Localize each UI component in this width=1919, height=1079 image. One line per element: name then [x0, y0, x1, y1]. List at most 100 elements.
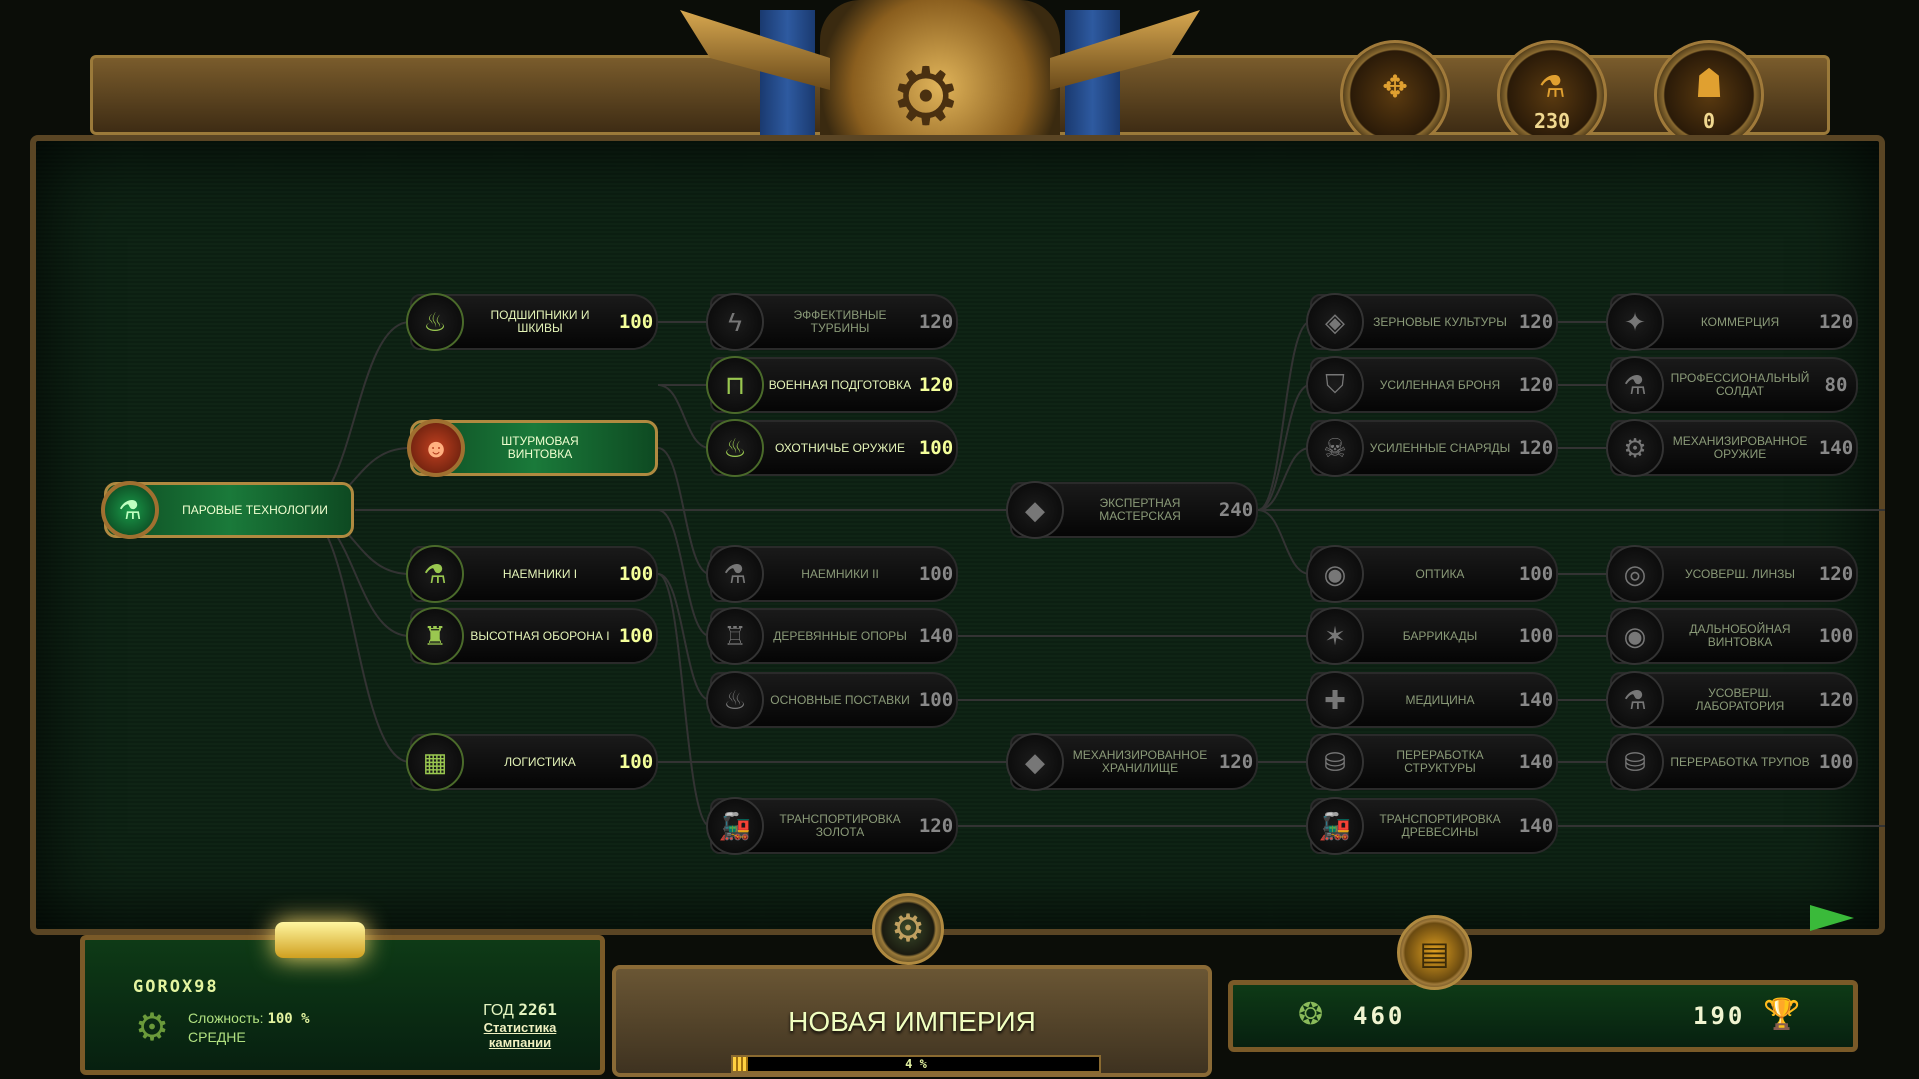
eye-icon: ◉	[1606, 607, 1664, 665]
tech-node-turbines[interactable]: ϟЭффективные турбины120	[706, 293, 958, 351]
flask-icon: ⚗	[1606, 356, 1664, 414]
tech-label: Профессиональный солдат	[1670, 371, 1810, 398]
population-counter[interactable]: ☗0	[1654, 40, 1764, 150]
player-name: GOROX98	[133, 977, 219, 997]
tech-node-commerce[interactable]: ✦ Коммерция 120	[1606, 293, 1858, 351]
tech-node-grain[interactable]: ◈ Зерновые культуры 120	[1306, 293, 1558, 351]
flask-icon: ⚗	[706, 545, 764, 603]
tech-label: Штурмовая винтовка	[501, 434, 579, 461]
tech-node-wood-transport[interactable]: 🚂Транспортировка древесины140	[1306, 797, 1558, 855]
campaign-panel: Новая империя 4 %	[612, 965, 1212, 1077]
flask-icon: ⚗	[1606, 671, 1664, 729]
trophy-icon: 🏆	[1763, 998, 1801, 1031]
tech-node-armor[interactable]: ⛉Усиленная броня120	[1306, 356, 1558, 414]
tech-label: Наемники I	[502, 566, 578, 581]
tech-cost: 120	[1818, 311, 1854, 333]
workshop-icon: ◆	[1006, 733, 1064, 791]
tech-cost: 140	[1518, 751, 1554, 773]
tech-cost: 140	[1818, 437, 1854, 459]
research-points[interactable]: ⚗230	[1497, 40, 1607, 150]
tech-label: Переработка структуры	[1396, 748, 1484, 775]
status-lamp	[275, 922, 365, 958]
tech-node-corpse-recycle[interactable]: ⛁Переработка трупов100	[1606, 733, 1858, 791]
cross-icon: ✚	[1306, 671, 1364, 729]
tech-cost: 120	[1818, 563, 1854, 585]
tech-label: Коммерция	[1700, 314, 1780, 329]
map-button[interactable]: ▤	[1397, 915, 1472, 990]
tech-node-optics[interactable]: ◉Оптика100	[1306, 545, 1558, 603]
tech-cost: 120	[918, 815, 954, 837]
tech-node-long-rifle[interactable]: ◉Дальнобойная винтовка100	[1606, 607, 1858, 665]
tech-label: Механизированное хранилище	[1072, 748, 1208, 775]
locomotive-icon: 🚂	[1306, 797, 1364, 855]
tech-cost: 120	[1218, 751, 1254, 773]
tech-label: Деревянные опоры	[773, 628, 907, 643]
tech-node-lenses[interactable]: ◎ Усоверш. линзы 120	[1606, 545, 1858, 603]
gear-icon: ⚙	[135, 1007, 170, 1049]
tech-label: Логистика	[504, 754, 576, 769]
tech-node-logistics[interactable]: ▦Логистика100	[406, 733, 658, 791]
tech-node-lab[interactable]: ⚗Усоверш. лаборатория120	[1606, 671, 1858, 729]
market-icon: ✦	[1606, 293, 1664, 351]
farm-icon: ◈	[1306, 293, 1364, 351]
tech-node-mercs1[interactable]: ⚗ Наемники I 100	[406, 545, 658, 603]
tech-node-mech-weapons[interactable]: ⚙ Механизированное оружие 140	[1606, 419, 1858, 477]
tech-label: Охотничье оружие	[775, 440, 905, 455]
sack-icon: ♨	[706, 419, 764, 477]
tech-cost: 120	[918, 374, 954, 396]
tech-label: Механизированное оружие	[1672, 434, 1808, 461]
skull-gear-icon: ⚙	[890, 52, 962, 141]
tech-label: Баррикады	[1402, 628, 1478, 643]
tech-label: Транспортировка древесины	[1379, 812, 1501, 839]
difficulty-name: Средне	[188, 1029, 246, 1045]
campaign-stats-link[interactable]: Статистика кампании	[483, 1020, 557, 1050]
tech-cost: 240	[1218, 499, 1254, 521]
tech-cost: 100	[1818, 625, 1854, 647]
difficulty-label: Сложность:	[188, 1010, 264, 1026]
next-page-arrow[interactable]	[1810, 905, 1854, 931]
tech-node-struct-recycle[interactable]: ⛁Переработка структуры140	[1306, 733, 1558, 791]
machine-icon: ⚙	[1606, 419, 1664, 477]
flask-icon: ⚗	[101, 481, 159, 539]
tech-cost: 100	[918, 689, 954, 711]
trophy-count: 190	[1693, 1002, 1746, 1030]
tech-node-bearings[interactable]: ♨Подшипники и шкивы100	[406, 293, 658, 351]
settings-gear-button[interactable]: ⚙	[872, 893, 944, 965]
tech-node-pro-soldier[interactable]: ⚗Профессиональный солдат 80	[1606, 356, 1858, 414]
coins-icon: ⛁	[1606, 733, 1664, 791]
tech-node-barricades[interactable]: ✶Баррикады100	[1306, 607, 1558, 665]
gate-icon: ⊓	[706, 356, 764, 414]
tech-node-military[interactable]: ⊓Военная подготовка120	[706, 356, 958, 414]
tech-cost: 100	[918, 437, 954, 459]
tech-cost: 120	[1518, 311, 1554, 333]
tech-node-shells[interactable]: ☠Усиленные снаряды120	[1306, 419, 1558, 477]
tech-node-mech-storage[interactable]: ◆ Механизированное хранилище 120	[1006, 733, 1258, 791]
tech-node-assault-rifle[interactable]: ☻Штурмовая винтовка	[407, 419, 658, 477]
progress-fill	[733, 1057, 748, 1071]
tech-node-hunting[interactable]: ♨ Охотничье оружие 100	[706, 419, 958, 477]
tech-node-gold-transport[interactable]: 🚂Транспортировка золота120	[706, 797, 958, 855]
compass-button[interactable]: ✥	[1340, 40, 1450, 150]
tech-cost: 100	[618, 563, 654, 585]
tech-root-steam[interactable]: ⚗ Паровые технологии	[101, 481, 354, 539]
tech-cost: 80	[1824, 374, 1848, 396]
tech-label: Усоверш. линзы	[1684, 566, 1796, 581]
difficulty-value: 100 %	[267, 1011, 310, 1027]
tech-node-basic-supplies[interactable]: ♨Основные поставки100	[706, 671, 958, 729]
flask-icon: ⚗	[406, 545, 464, 603]
year-value: 2261	[518, 1000, 557, 1019]
lens-icon: ◎	[1606, 545, 1664, 603]
wheat-coin-icon: ❂	[1298, 998, 1324, 1031]
workshop-icon: ◆	[1006, 481, 1064, 539]
flask-icon: ⚗	[1539, 61, 1565, 107]
tech-cost: 140	[1518, 689, 1554, 711]
tech-label: Зерновые культуры	[1373, 314, 1507, 329]
tech-node-expert-workshop[interactable]: ◆Экспертная мастерская240	[1006, 481, 1258, 539]
tech-node-medicine[interactable]: ✚Медицина140	[1306, 671, 1558, 729]
tech-label: Переработка трупов	[1670, 754, 1810, 769]
tech-node-wood-supports[interactable]: ♖Деревянные опоры140	[706, 607, 958, 665]
spikes-icon: ✶	[1306, 607, 1364, 665]
tech-cost: 100	[918, 563, 954, 585]
